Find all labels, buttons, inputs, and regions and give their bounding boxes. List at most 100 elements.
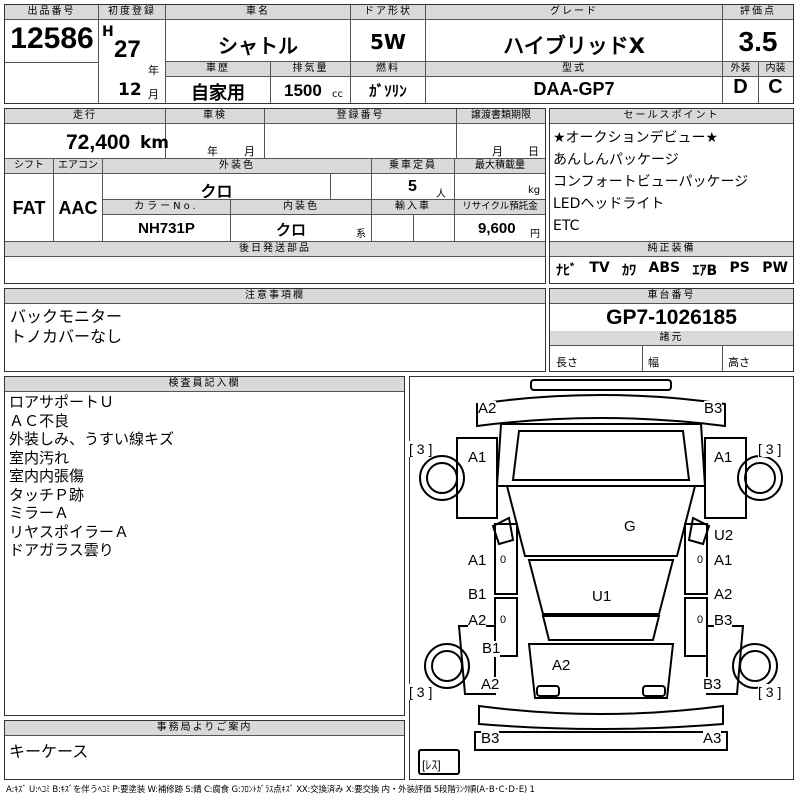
dim-width-label: 幅	[648, 356, 659, 369]
tire-front-right: [ 3 ]	[758, 441, 782, 457]
equipment-item: TV	[589, 260, 610, 276]
registration-label: 登録番号	[265, 109, 456, 124]
car-diagram-block	[409, 376, 794, 780]
mileage-unit: km	[140, 133, 170, 153]
dimensions-label: 諸元	[550, 331, 793, 346]
exterior-label: 外装	[723, 62, 758, 77]
vehicle-info-block	[4, 108, 546, 284]
inspection-month-unit: 月	[244, 145, 255, 158]
inspector-item: ミラーＡ	[9, 504, 70, 522]
inspector-block	[4, 376, 405, 716]
dim-height-label: 高さ	[728, 356, 750, 369]
import-label: 輸入車	[372, 200, 454, 215]
damage-door-fr: A1	[714, 552, 733, 569]
equipment-item: ｴｱB	[692, 263, 718, 279]
damage-quarter-rr: B3	[703, 676, 722, 693]
equipment-item: PS	[729, 260, 750, 276]
equipment-item: ﾅﾋﾞ	[556, 263, 577, 279]
damage-front-bumper-right: B3	[704, 400, 723, 417]
damage-fender-fr: A1	[714, 449, 733, 466]
notes-block	[4, 288, 546, 372]
sales-point-item: LEDヘッドライト	[553, 196, 665, 212]
inspector-item: ドアガラス雲り	[9, 541, 114, 559]
interior-score: C	[768, 76, 783, 98]
shift-label: シフト	[5, 159, 53, 174]
first-reg-year-unit: 年	[148, 64, 159, 77]
door-label: ドア形状	[351, 5, 425, 20]
damage-roof: U1	[592, 588, 612, 605]
notes-list: バックモニター トノカバーなし	[10, 307, 122, 347]
equipment-list: ﾅﾋﾞ TV ｶﾜ ABS ｴｱB PS PW	[556, 260, 788, 280]
damage-rear-bumper-right: A3	[703, 730, 722, 747]
aircon-value: AAC	[58, 198, 98, 218]
color-no-value: NH731P	[138, 220, 195, 237]
car-name: シャトル	[218, 34, 298, 58]
door-mark-left: 0	[500, 554, 507, 566]
notes-label: 注意事項欄	[5, 289, 545, 304]
damage-quarter-rl-2: A2	[481, 676, 500, 693]
inspector-item: 外装しみ、うすい線キズ	[9, 430, 175, 448]
chassis-block	[549, 288, 794, 372]
chassis-label: 車台番号	[550, 289, 793, 304]
inspection-label: 車検	[166, 109, 264, 124]
inspector-list: ロアサポートＵ ＡＣ不良 外装しみ、うすい線キズ 室内汚れ 室内内張傷 タッチＰ…	[9, 393, 174, 560]
first-reg-month-unit: 月	[148, 88, 159, 101]
header-block	[4, 4, 794, 104]
exterior-color-value: クロ	[200, 182, 233, 201]
car-name-label: 車名	[166, 5, 350, 20]
damage-quarter-rl: B1	[482, 640, 501, 657]
first-reg-era: H	[102, 24, 114, 40]
exterior-score: D	[733, 76, 748, 98]
recycle-value: 9,600	[478, 220, 516, 237]
equipment-label: 純正装備	[550, 242, 793, 257]
max-load-unit: kg	[528, 185, 541, 196]
office-block	[4, 720, 405, 780]
tire-front-left: [ 3 ]	[409, 441, 433, 457]
color-no-label: カラーNo.	[103, 200, 230, 215]
door-mark-rr: 0	[697, 614, 704, 626]
equipment-item: ABS	[648, 260, 681, 276]
sales-point-item: あんしんパッケージ	[553, 152, 679, 168]
dim-length-label: 長さ	[556, 356, 578, 369]
aircon-label: エアコン	[54, 159, 102, 174]
first-reg-month: 12	[118, 80, 142, 100]
inspector-item: リヤスポイラーＡ	[9, 522, 130, 541]
damage-door-rr-1: A2	[714, 586, 733, 603]
score-label: 評価点	[723, 5, 793, 20]
shift-value: FAT	[12, 198, 46, 218]
damage-door-fl: A1	[468, 552, 487, 569]
capacity-label: 乗車定員	[372, 159, 454, 174]
sales-point-item: ★オークションデビュー★	[553, 130, 719, 146]
damage-door-rl-1: B1	[468, 586, 487, 603]
mileage-value: 72,400	[66, 131, 131, 154]
model-label: 型式	[426, 62, 722, 77]
inspector-item: タッチＰ跡	[9, 485, 85, 504]
recycle-unit: 円	[530, 229, 540, 240]
transfer-deadline-label: 譲渡書類期限	[457, 109, 545, 124]
exterior-color-label: 外装色	[103, 159, 371, 174]
history-label: 車歴	[166, 62, 270, 77]
damage-mirror-right: U2	[714, 527, 734, 544]
damage-windshield: G	[624, 518, 636, 535]
damage-door-rl-2: A2	[468, 612, 487, 629]
note-item: トノカバーなし	[10, 327, 123, 346]
capacity-unit: 人	[436, 189, 446, 200]
office-label: 事務局よりご案内	[5, 721, 404, 736]
model-value: DAA-GP7	[533, 79, 615, 99]
sales-point-item: ETC	[553, 218, 580, 234]
spare-tire-status: [ﾚｽ]	[422, 758, 441, 772]
max-load-label: 最大積載量	[455, 159, 545, 174]
history-value: 自家用	[191, 83, 245, 104]
fuel-label: 燃料	[351, 62, 425, 77]
equipment-item: ｶﾜ	[622, 263, 637, 279]
transfer-day-unit: 日	[528, 145, 539, 158]
sales-points-list: ★オークションデビュー★ あんしんパッケージ コンフォートビューパッケージ LE…	[553, 127, 748, 237]
mileage-label: 走行	[5, 109, 165, 124]
sales-points-block	[549, 108, 794, 284]
first-reg-label: 初度登録	[99, 5, 165, 20]
tire-rear-right: [ 3 ]	[758, 684, 782, 700]
inspector-item: 室内汚れ	[9, 448, 70, 467]
score-value: 3.5	[738, 26, 778, 57]
chassis-number: GP7-1026185	[606, 306, 737, 329]
grade-label: グレード	[426, 5, 722, 20]
